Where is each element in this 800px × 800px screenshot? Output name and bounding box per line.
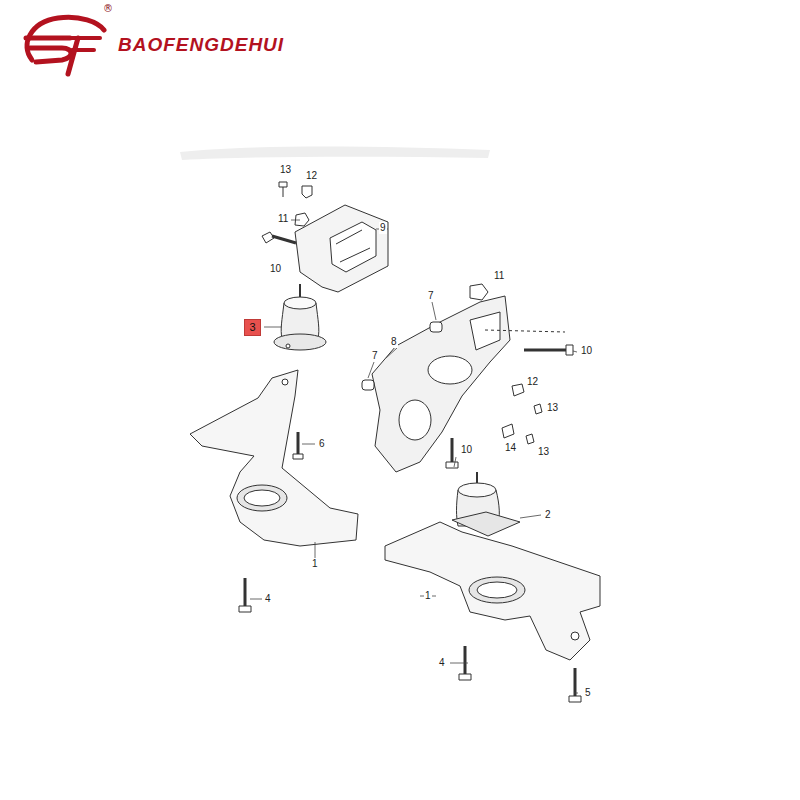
callout-number: 10 [580, 345, 593, 357]
registered-mark: ® [103, 3, 113, 15]
callout-number: 1 [424, 590, 432, 602]
callout-number: 14 [504, 442, 517, 454]
callout-number: 4 [264, 593, 272, 605]
callout-number: 11 [277, 213, 289, 225]
callout-number: 2 [544, 509, 552, 521]
callout-number: 10 [460, 444, 473, 456]
background-smudge [180, 147, 490, 161]
callout-number: 12 [305, 170, 318, 182]
callout-number: 13 [279, 164, 292, 176]
callout-number: 13 [537, 446, 550, 458]
parts [190, 182, 600, 702]
callout-number: 11 [493, 270, 505, 282]
brand-logo [26, 17, 104, 74]
callout-number: 1 [311, 558, 319, 570]
callout-number: 5 [584, 687, 592, 699]
leader-lines [250, 220, 578, 693]
brand-name: BAOFENGDEHUI [118, 34, 284, 56]
callout-number: 6 [318, 438, 326, 450]
callout-number: 3 [245, 321, 260, 334]
callout-number: 9 [379, 222, 387, 234]
callout-number: 4 [438, 657, 446, 669]
callout-number: 10 [269, 263, 282, 275]
callout-highlight-box: 3 [244, 319, 261, 336]
callout-number: 8 [390, 336, 398, 348]
callout-number: 13 [546, 402, 559, 414]
callout-number: 7 [427, 290, 435, 302]
callout-number: 7 [371, 350, 379, 362]
callout-number: 12 [526, 376, 539, 388]
